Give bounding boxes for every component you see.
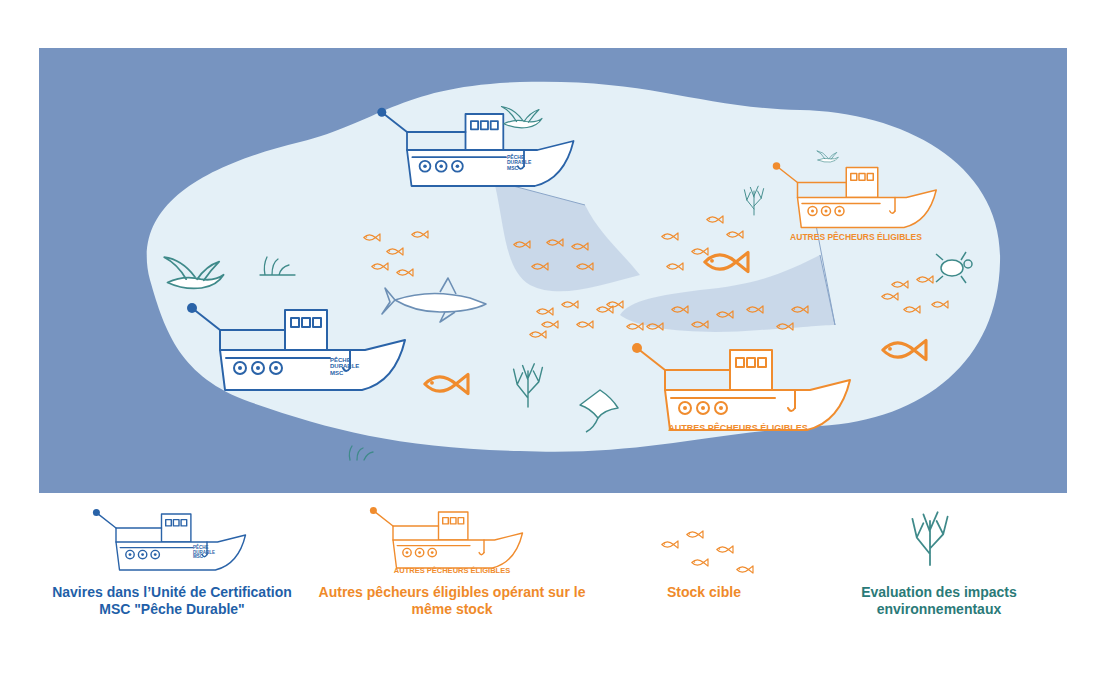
fish <box>577 263 593 270</box>
fish <box>537 308 553 315</box>
fish <box>667 263 683 270</box>
fish <box>687 531 703 538</box>
fish <box>662 541 678 548</box>
fish <box>542 321 558 328</box>
boat-label: AUTRES PÊCHEURS ÉLIGIBLES <box>790 232 922 242</box>
fish <box>532 263 548 270</box>
fish <box>547 239 563 246</box>
legend-text: Evaluation des impacts environnementaux <box>834 584 1044 618</box>
fish <box>777 323 793 330</box>
fish <box>904 306 920 313</box>
fish <box>412 231 428 238</box>
fish <box>705 252 748 271</box>
fish <box>372 263 388 270</box>
fish <box>672 306 688 313</box>
fish <box>792 306 808 313</box>
legend-text: Stock cible <box>604 584 804 601</box>
fish <box>514 241 530 248</box>
fish <box>917 276 933 283</box>
fish <box>692 321 708 328</box>
msc-boat-mark: PÊCHE DURABLE MSC <box>330 357 370 376</box>
boat-label: AUTRES PÊCHEURS ÉLIGIBLES <box>668 423 808 434</box>
fish <box>717 311 733 318</box>
legend-text: Navires dans l’Unité de Certification MS… <box>37 584 307 618</box>
fish <box>717 546 733 553</box>
fish <box>627 323 643 330</box>
fish <box>647 323 663 330</box>
msc-boat-mark: PÊCHE DURABLE MSC <box>507 155 541 171</box>
fish <box>932 301 948 308</box>
fish <box>662 233 678 240</box>
fish <box>692 248 708 255</box>
fish <box>727 231 743 238</box>
fish <box>572 243 588 250</box>
fish <box>397 269 413 276</box>
fish <box>562 301 578 308</box>
fish <box>425 374 468 393</box>
fish <box>364 234 380 241</box>
fish <box>747 306 763 313</box>
fish <box>692 559 708 566</box>
fish <box>530 331 546 338</box>
fish <box>737 566 753 573</box>
fish <box>883 340 926 359</box>
msc-boat-mark: PÊCHE DURABLE MSC <box>193 546 221 560</box>
fish <box>387 248 403 255</box>
fish <box>707 216 723 223</box>
legend-text: Autres pêcheurs éligibles opérant sur le… <box>317 584 587 618</box>
fish <box>577 321 593 328</box>
fish <box>607 301 623 308</box>
fish <box>882 293 898 300</box>
boat-label: AUTRES PÊCHEURS ÉLIGIBLES <box>394 566 510 575</box>
fish <box>892 281 908 288</box>
